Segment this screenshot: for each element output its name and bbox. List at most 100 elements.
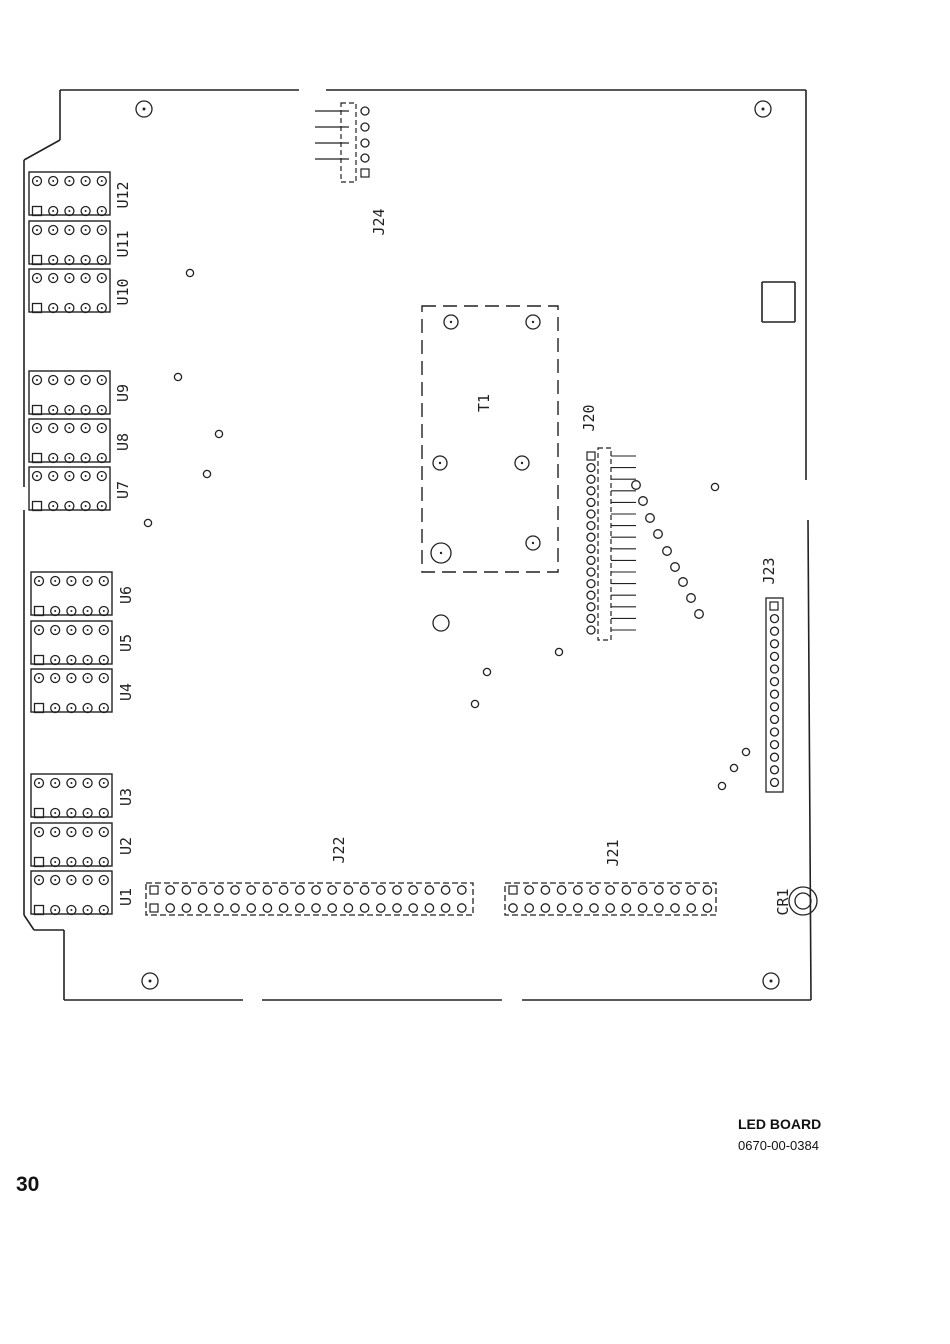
connectors xyxy=(146,103,783,915)
ic-pin-center xyxy=(70,861,72,863)
transformer-pin-center xyxy=(440,552,442,554)
mounting-hole-center xyxy=(149,980,152,983)
ic-pin1-square xyxy=(35,906,44,915)
ic-socket xyxy=(29,221,110,265)
lead-pad xyxy=(695,610,704,619)
ic-pin-center xyxy=(52,229,54,231)
ic-pin1-square xyxy=(33,406,42,415)
connector-j21 xyxy=(505,883,716,915)
connector-pin xyxy=(198,904,206,912)
connector-pin xyxy=(361,107,369,115)
ic-pin-center xyxy=(103,812,105,814)
ic-pin-center xyxy=(87,677,89,679)
ic-socket xyxy=(29,172,110,216)
ic-pin-center xyxy=(68,229,70,231)
ic-pin-center xyxy=(101,379,103,381)
connector-pin xyxy=(587,626,595,634)
connector-pin xyxy=(587,510,595,518)
ic-pin-center xyxy=(52,180,54,182)
ic-pin-center xyxy=(103,909,105,911)
ic-pin-center xyxy=(103,629,105,631)
reference-labels: U12 U11 U10 U9 U8 U7 U6 U5 U4 U3 U2 U1 J… xyxy=(114,181,792,915)
ic-pin-center xyxy=(101,409,103,411)
board-edge xyxy=(24,140,60,160)
connector-pin xyxy=(590,886,598,894)
connector-pin xyxy=(622,886,630,894)
lead-pad xyxy=(671,563,680,572)
ic-pin-center xyxy=(101,475,103,477)
connector-pin xyxy=(458,886,466,894)
ic-pin1-square xyxy=(33,454,42,463)
connector-pin xyxy=(671,886,679,894)
connector-pin xyxy=(541,904,549,912)
connector-pin xyxy=(525,904,533,912)
connector-pin xyxy=(587,556,595,564)
connector-pin xyxy=(441,904,449,912)
ic-pin-center xyxy=(101,427,103,429)
connector-pin xyxy=(296,904,304,912)
connector-pin xyxy=(344,886,352,894)
ic-pin-center xyxy=(85,277,87,279)
ic-pin1-square xyxy=(35,607,44,616)
connector-pin xyxy=(587,464,595,472)
connector-pin xyxy=(263,904,271,912)
connector-pin xyxy=(263,886,271,894)
ic-pin-center xyxy=(101,505,103,507)
ic-pin1-square xyxy=(35,704,44,713)
connector-pin xyxy=(328,886,336,894)
ic-pin-center xyxy=(85,379,87,381)
ic-socket xyxy=(29,269,110,313)
label-u10: U10 xyxy=(114,278,132,305)
mounting-hole-center xyxy=(770,980,773,983)
connector-pin xyxy=(587,545,595,553)
ic-pin-center xyxy=(68,210,70,212)
ic-pin-center xyxy=(85,475,87,477)
ic-pin-center xyxy=(103,659,105,661)
connector-j20 xyxy=(587,448,703,640)
connector-pin xyxy=(771,715,779,723)
connector-outline xyxy=(146,883,473,915)
connector-pin xyxy=(361,139,369,147)
connector-pin xyxy=(771,665,779,673)
label-u6: U6 xyxy=(117,586,135,604)
ic-pin-center xyxy=(68,180,70,182)
ic-pin-center xyxy=(101,210,103,212)
ic-pin-center xyxy=(87,707,89,709)
connector-pin xyxy=(587,487,595,495)
ic-pin-center xyxy=(87,879,89,881)
connector-outline xyxy=(505,883,716,915)
label-j23: J23 xyxy=(760,557,778,584)
connector-pin xyxy=(687,886,695,894)
ic-pin-center xyxy=(101,307,103,309)
transformer-pin-center xyxy=(450,321,452,323)
ic-pin-center xyxy=(52,409,54,411)
connector-pin xyxy=(655,904,663,912)
ic-pin-center xyxy=(103,677,105,679)
transformer-pin-center xyxy=(439,462,441,464)
ic-pin-center xyxy=(70,782,72,784)
ic-pin-center xyxy=(68,259,70,261)
connector-pin xyxy=(328,904,336,912)
ic-pin-center xyxy=(87,909,89,911)
ic-pin-center xyxy=(38,879,40,881)
ic-pin-center xyxy=(70,909,72,911)
ic-pin-center xyxy=(52,427,54,429)
ic-pin-center xyxy=(87,629,89,631)
ic-pin-center xyxy=(87,659,89,661)
label-u1: U1 xyxy=(117,888,135,906)
ic-pin-center xyxy=(101,229,103,231)
ic-pin-center xyxy=(85,180,87,182)
connector-outline xyxy=(598,448,611,640)
board-edge xyxy=(24,915,34,930)
via xyxy=(144,519,151,526)
connector-pin xyxy=(771,640,779,648)
ic-pin-center xyxy=(52,277,54,279)
ic-pin-center xyxy=(103,879,105,881)
connector-pin xyxy=(587,475,595,483)
transformer-pin-center xyxy=(532,542,534,544)
via xyxy=(483,668,490,675)
ic-socket xyxy=(31,621,112,665)
ic-pin-center xyxy=(101,180,103,182)
connector-pin xyxy=(771,766,779,774)
ic-pin-center xyxy=(85,307,87,309)
